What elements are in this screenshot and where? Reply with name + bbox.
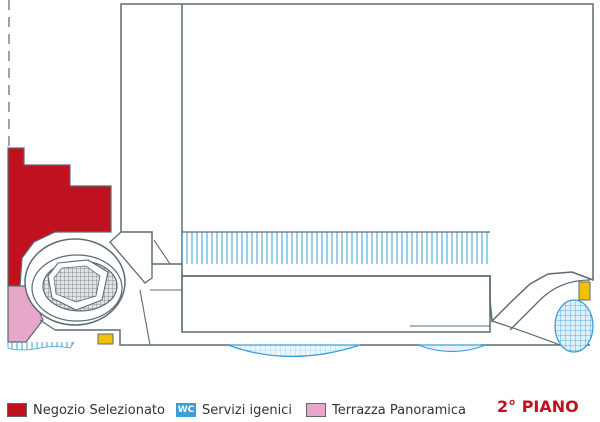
south-wall (55, 329, 230, 346)
south-glass-bay (227, 344, 361, 358)
east-curved-wall (509, 279, 591, 331)
restroom-corridor-hatch (182, 232, 490, 264)
floor-label: 2° PIANO (497, 397, 579, 416)
legend-terrace: Terrazza Panoramica (306, 399, 466, 421)
east-glass-bay (554, 299, 594, 353)
legend-selected-shop: Negozio Selezionato (7, 399, 165, 421)
pink-square-icon (306, 403, 326, 417)
legend-restrooms: WC Servizi igenici (176, 399, 292, 421)
elevator-right (578, 281, 591, 301)
legend-selected-shop-label: Negozio Selezionato (33, 402, 165, 418)
rotunda-inner (31, 254, 123, 322)
red-square-icon (7, 403, 27, 417)
stair-block (109, 231, 153, 284)
elevator-left (97, 333, 114, 345)
wc-badge-icon: WC (176, 403, 196, 417)
main-building-outline (120, 3, 594, 323)
legend-restrooms-label: Servizi igenici (202, 402, 292, 418)
lower-corridor (181, 275, 491, 333)
south-glass-bay-2 (417, 344, 487, 353)
legend-terrace-label: Terrazza Panoramica (332, 402, 467, 418)
